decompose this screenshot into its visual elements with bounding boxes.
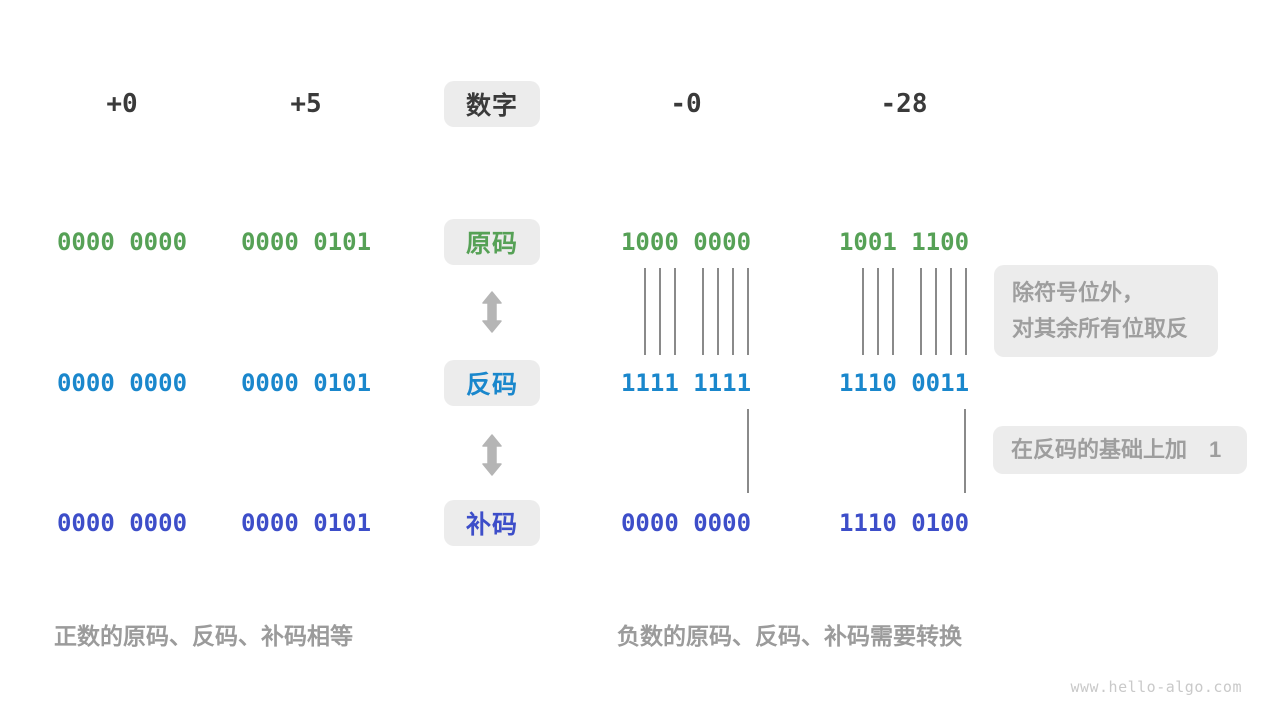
- binary-twos-complement-plus0: 0000 0000: [56, 509, 188, 537]
- binary-sign-magnitude-minus28: 1001 1100: [838, 228, 970, 256]
- bit-connector-line: [717, 268, 719, 355]
- caption-positive: 正数的原码、反码、补码相等: [54, 623, 353, 649]
- bit-connector-line: [732, 268, 734, 355]
- caption-negative: 负数的原码、反码、补码需要转换: [617, 623, 962, 649]
- binary-sign-magnitude-plus5: 0000 0101: [240, 228, 372, 256]
- bit-connector-line: [965, 268, 967, 355]
- binary-twos-complement-minus0: 0000 0000: [620, 509, 752, 537]
- bit-connector-line: [644, 268, 646, 355]
- tag-number: 数字: [444, 81, 540, 127]
- bit-connector-line: [702, 268, 704, 355]
- bit-connector-line: [935, 268, 937, 355]
- binary-sign-magnitude-minus0: 1000 0000: [620, 228, 752, 256]
- tag-twos-complement-label: 补码: [465, 511, 518, 539]
- watermark: www.hello-algo.com: [1070, 678, 1242, 696]
- binary-ones-complement-plus5: 0000 0101: [240, 369, 372, 397]
- tag-number-label: 数字: [465, 92, 518, 120]
- tag-ones-complement-label: 反码: [465, 371, 518, 399]
- bit-connector-line: [892, 268, 894, 355]
- tag-twos-complement: 补码: [444, 500, 540, 546]
- bit-connector-line: [920, 268, 922, 355]
- bit-connector-line: [950, 268, 952, 355]
- updown-arrow-icon: [482, 291, 502, 333]
- binary-sign-magnitude-plus0: 0000 0000: [56, 228, 188, 256]
- tag-sign-magnitude: 原码: [444, 219, 540, 265]
- bit-connector-line: [964, 409, 966, 493]
- binary-ones-complement-plus0: 0000 0000: [56, 369, 188, 397]
- note-invert-bits-line1: 除符号位外，: [1012, 280, 1145, 305]
- updown-arrow-icon: [482, 434, 502, 476]
- bit-connector-line: [659, 268, 661, 355]
- bit-connector-line: [747, 409, 749, 493]
- number-label-plus0: +0: [106, 89, 138, 119]
- bit-connector-line: [674, 268, 676, 355]
- number-label-plus5: +5: [290, 89, 322, 119]
- bit-connector-line: [877, 268, 879, 355]
- binary-twos-complement-plus5: 0000 0101: [240, 509, 372, 537]
- bit-connector-line: [747, 268, 749, 355]
- binary-ones-complement-minus0: 1111 1111: [620, 369, 752, 397]
- tag-ones-complement: 反码: [444, 360, 540, 406]
- tag-sign-magnitude-label: 原码: [465, 230, 518, 258]
- note-add-one-text: 在反码的基础上加 1: [1011, 437, 1222, 462]
- binary-ones-complement-minus28: 1110 0011: [838, 369, 970, 397]
- note-invert-bits: 除符号位外， 对其余所有位取反: [994, 265, 1218, 357]
- binary-twos-complement-minus28: 1110 0100: [838, 509, 970, 537]
- note-invert-bits-line2: 对其余所有位取反: [1012, 316, 1189, 341]
- number-label-minus0: -0: [670, 89, 702, 119]
- number-label-minus28: -28: [880, 89, 928, 119]
- bit-connector-line: [862, 268, 864, 355]
- note-add-one: 在反码的基础上加 1: [993, 426, 1247, 474]
